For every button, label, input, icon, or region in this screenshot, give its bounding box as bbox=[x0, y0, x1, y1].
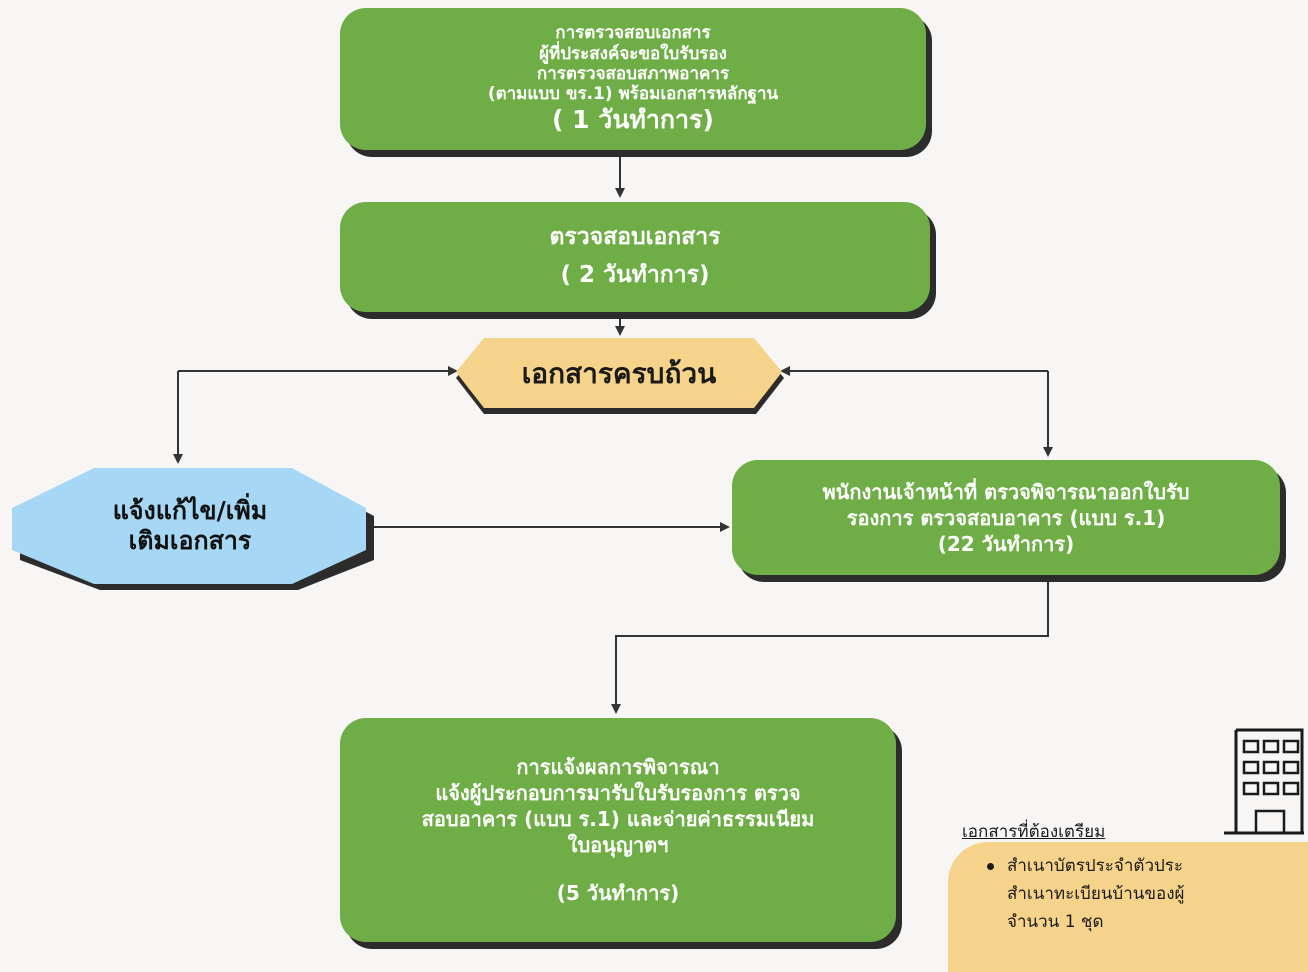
decision-label: เอกสารครบถ้วน bbox=[521, 357, 717, 390]
documents-item: สำเนาบัตรประจำตัวประ bbox=[985, 852, 1184, 880]
documents-title: เอกสารที่ต้องเตรียม bbox=[962, 822, 1106, 842]
step4-line: สอบอาคาร (แบบ ร.1) และจ่ายค่าธรรมเนียม bbox=[421, 807, 815, 831]
building-icon bbox=[1224, 728, 1304, 835]
documents-list: สำเนาบัตรประจำตัวประ สำเนาทะเบียนบ้านของ… bbox=[985, 852, 1184, 936]
step4-line: ใบอนุญาตฯ bbox=[567, 833, 669, 857]
step4-notify-result: การแจ้งผลการพิจารณา แจ้งผู้ประกอบการมารั… bbox=[340, 718, 896, 942]
step3-line: รองการ ตรวจสอบอาคาร (แบบ ร.1) bbox=[846, 505, 1166, 530]
step1-submit-documents: การตรวจสอบเอกสาร ผู้ที่ประสงค์จะขอใบรับร… bbox=[340, 8, 926, 150]
step3-duration: (22 วันทำการ) bbox=[937, 531, 1075, 556]
step3-line: พนักงานเจ้าหน้าที่ ตรวจพิจารณาออกใบรับ bbox=[822, 479, 1190, 504]
revise-label: แจ้งแก้ไข/เพิ่ม เติมเอกสาร bbox=[12, 470, 368, 582]
step1-line: (ตามแบบ ขร.1) พร้อมเอกสารหลักฐาน bbox=[487, 84, 779, 105]
flowchart: การตรวจสอบเอกสาร ผู้ที่ประสงค์จะขอใบรับร… bbox=[12, 8, 1308, 972]
step3-officer-review: พนักงานเจ้าหน้าที่ ตรวจพิจารณาออกใบรับ ร… bbox=[732, 460, 1280, 575]
step1-line: การตรวจสอบเอกสาร bbox=[555, 23, 711, 44]
step2-check-documents: ตรวจสอบเอกสาร ( 2 วันทำการ) bbox=[340, 202, 930, 312]
arrow-step3-to-step4 bbox=[611, 578, 1049, 714]
step1-duration: ( 1 วันทำการ) bbox=[552, 104, 714, 134]
documents-item: สำเนาทะเบียนบ้านของผู้ bbox=[1007, 884, 1185, 905]
documents-item: จำนวน 1 ชุด bbox=[1007, 912, 1104, 933]
step4-duration: (5 วันทำการ) bbox=[556, 881, 680, 905]
step4-line: การแจ้งผลการพิจารณา bbox=[516, 755, 720, 779]
step1-line: ผู้ที่ประสงค์จะขอใบรับรอง bbox=[539, 43, 727, 64]
step1-line: การตรวจสอบสภาพอาคาร bbox=[536, 64, 730, 84]
step2-title: ตรวจสอบเอกสาร bbox=[549, 224, 721, 251]
step4-line: แจ้งผู้ประกอบการมารับใบรับรองการ ตรวจ bbox=[435, 781, 801, 805]
revise-line: แจ้งแก้ไข/เพิ่ม bbox=[112, 496, 268, 525]
connector-layer bbox=[173, 152, 1053, 714]
documents-panel bbox=[948, 842, 1308, 972]
step2-duration: ( 2 วันทำการ) bbox=[560, 262, 710, 288]
revise-octagon bbox=[12, 468, 374, 590]
revise-line: เติมเอกสาร bbox=[128, 526, 252, 555]
decision-hexagon bbox=[456, 338, 784, 414]
